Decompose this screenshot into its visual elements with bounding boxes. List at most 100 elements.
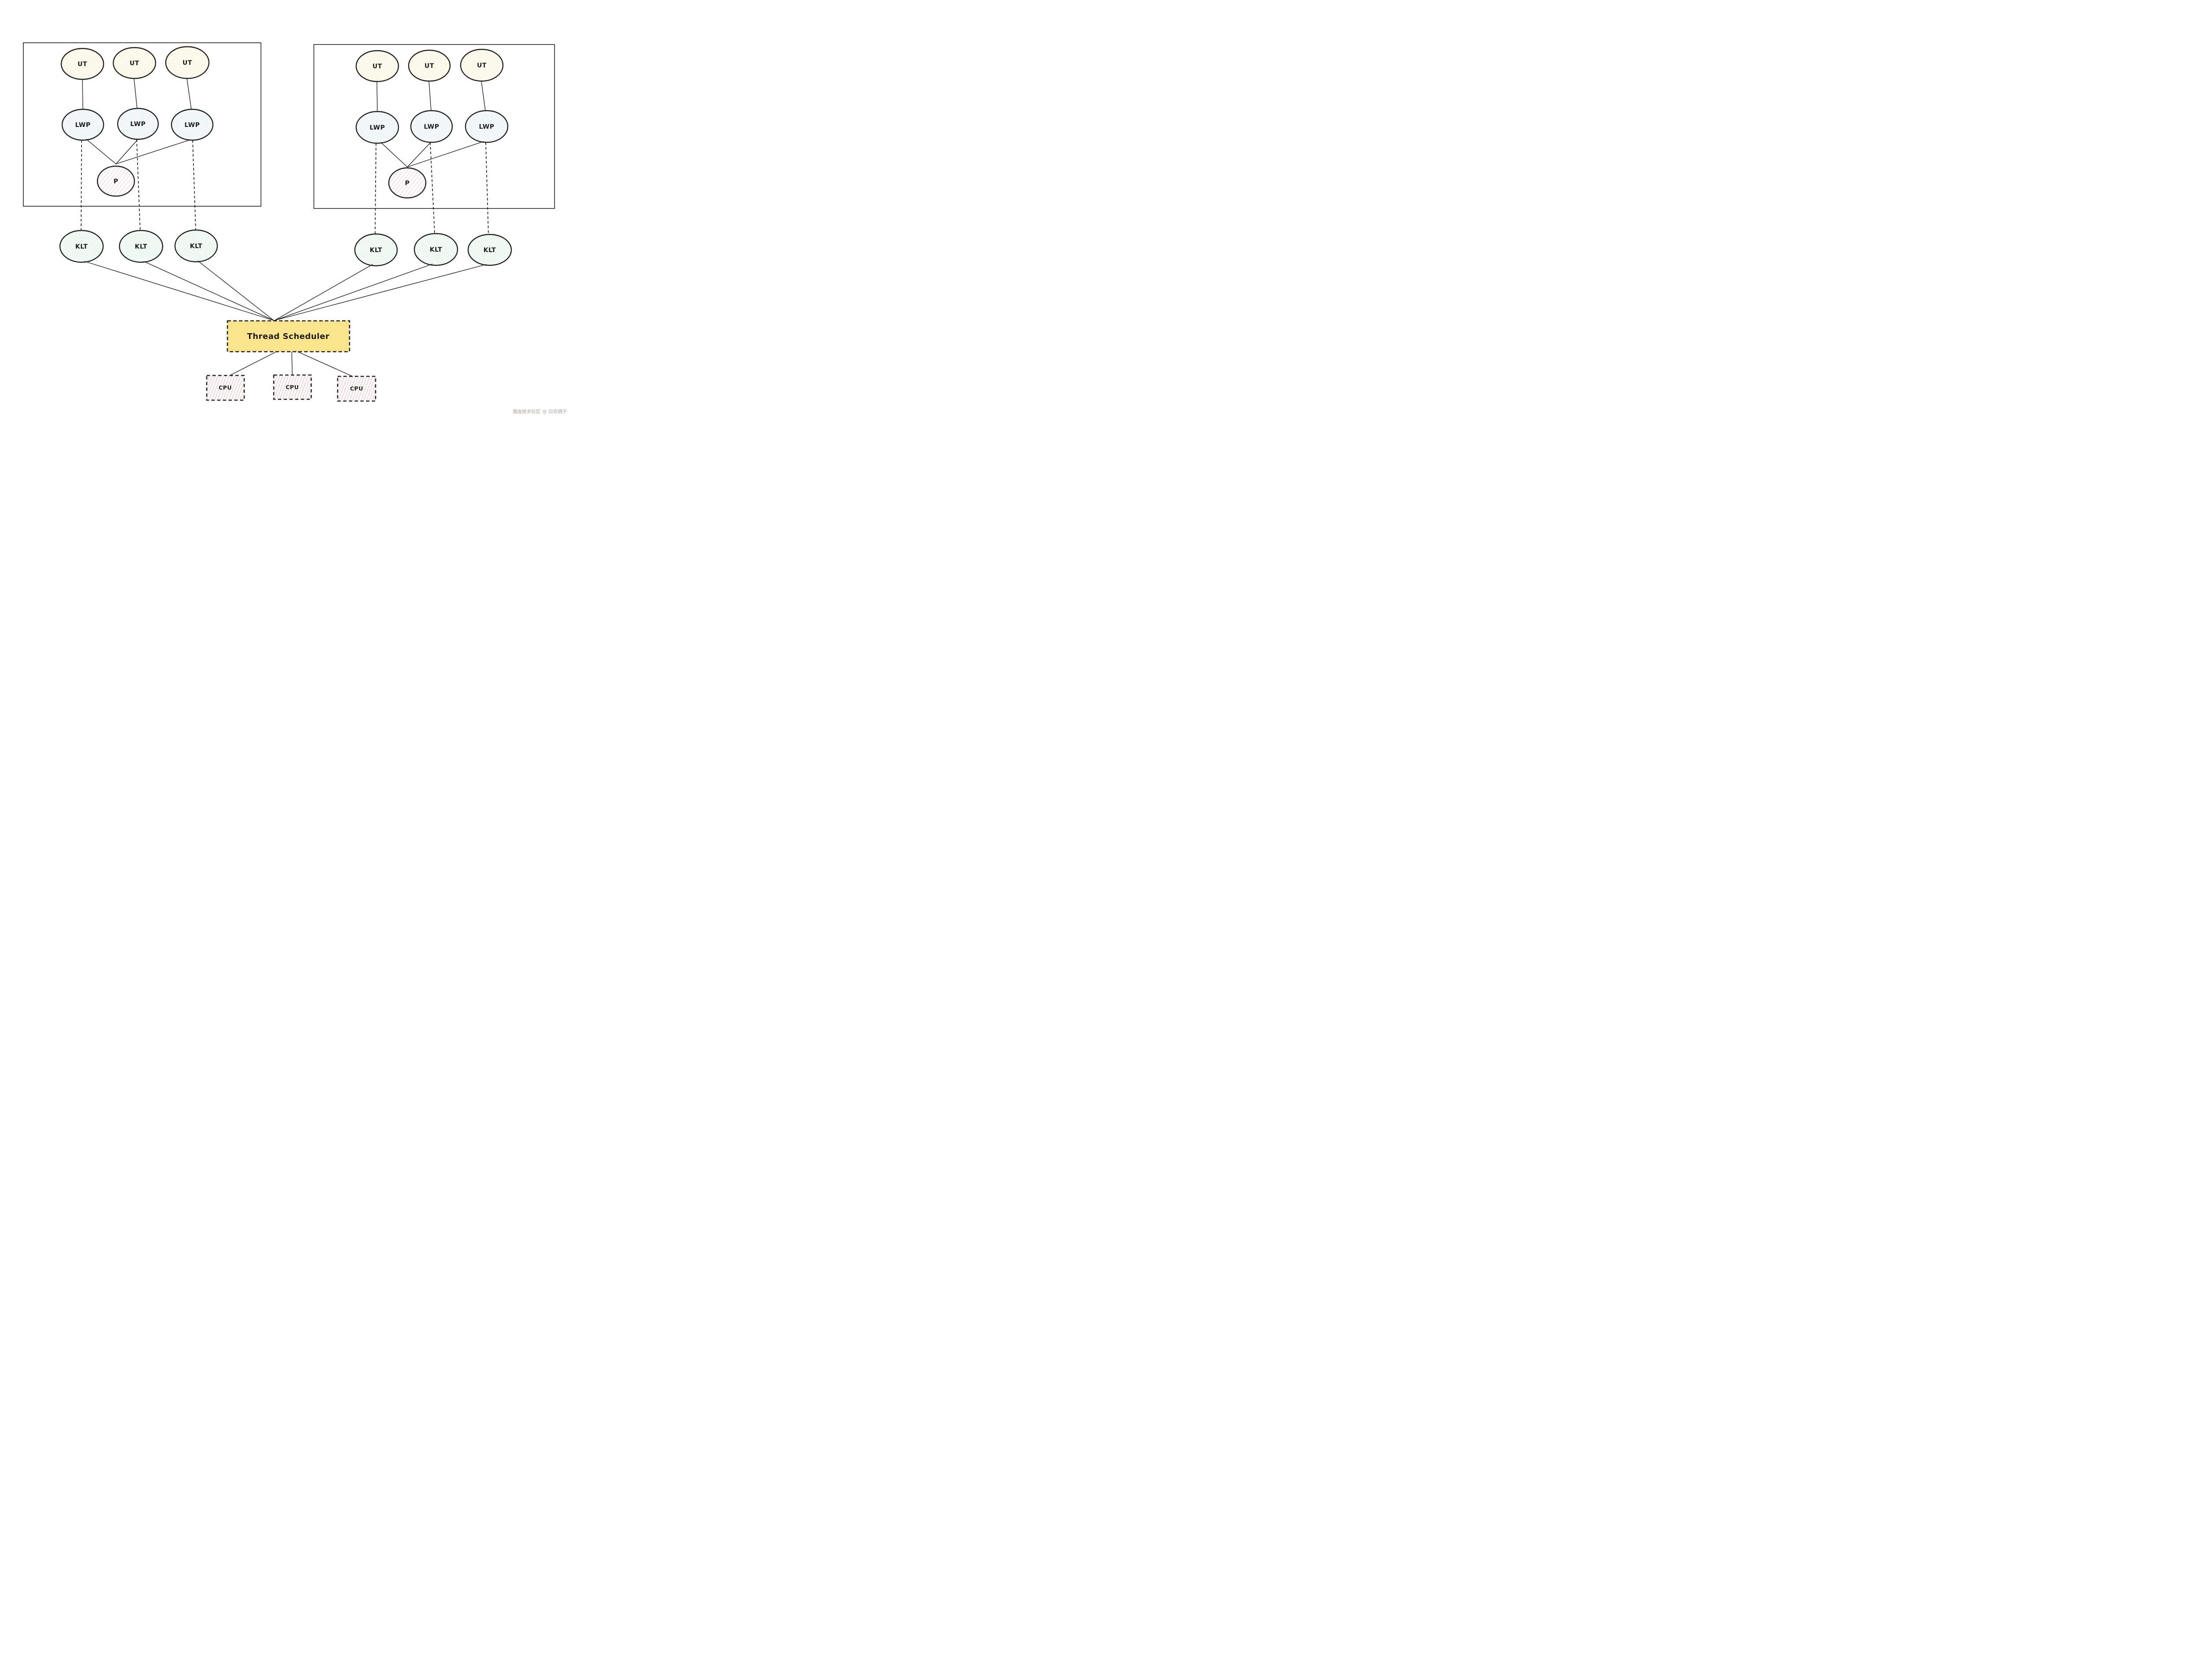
lwp-label: LWP bbox=[424, 123, 439, 130]
ut-label: UT bbox=[78, 61, 87, 68]
ut-label: UT bbox=[477, 62, 487, 69]
watermark-text: 掘金技术社区 @ 白衣鸽子 bbox=[513, 409, 567, 414]
ut-label: UT bbox=[130, 60, 139, 67]
cpu-rect bbox=[273, 374, 312, 400]
lwp-p-link bbox=[407, 141, 484, 167]
klt-scheduler-link bbox=[274, 264, 373, 321]
klt-node: KLT bbox=[174, 229, 218, 263]
process-box-1 bbox=[23, 42, 261, 207]
scheduler-label: Thread Scheduler bbox=[247, 332, 329, 341]
lwp-label: LWP bbox=[75, 122, 90, 129]
klt-scheduler-link bbox=[143, 261, 274, 321]
p-ellipse bbox=[388, 167, 427, 199]
lwp-node: LWP bbox=[410, 110, 453, 143]
thread-model-diagram: UT UT UT LWP LWP LWP P UT bbox=[23, 42, 555, 402]
p-ellipse bbox=[97, 165, 135, 197]
thread-scheduler-box: Thread Scheduler bbox=[227, 320, 350, 353]
klt-label: KLT bbox=[370, 247, 383, 254]
lwp-klt-link bbox=[430, 142, 435, 234]
klt-scheduler-link bbox=[274, 264, 487, 321]
klt-ellipse bbox=[119, 230, 164, 263]
lwp-label: LWP bbox=[184, 122, 200, 129]
lwp-klt-link bbox=[136, 139, 141, 231]
klt-ellipse bbox=[413, 233, 458, 266]
cpu-rect bbox=[337, 375, 376, 402]
cpu-label: CPU bbox=[350, 385, 363, 392]
ut-node: UT bbox=[112, 47, 156, 79]
ut-lwp-link bbox=[481, 81, 486, 111]
lwp-p-link bbox=[115, 139, 191, 164]
ut-ellipse bbox=[408, 49, 451, 82]
ut-node: UT bbox=[355, 50, 399, 82]
p-node: P bbox=[97, 165, 135, 197]
cpu-box: CPU bbox=[273, 374, 312, 400]
lwp-ellipse bbox=[61, 108, 104, 141]
lwp-klt-link bbox=[485, 142, 489, 235]
p-node: P bbox=[388, 167, 427, 199]
lwp-label: LWP bbox=[479, 123, 494, 130]
lwp-node: LWP bbox=[355, 111, 399, 144]
klt-scheduler-link bbox=[274, 264, 433, 321]
ut-ellipse bbox=[355, 50, 399, 82]
klt-node: KLT bbox=[467, 234, 512, 266]
diagram-canvas: UT UT UT LWP LWP LWP P UT bbox=[0, 0, 574, 420]
lwp-ellipse bbox=[171, 108, 214, 141]
lwp-klt-link bbox=[192, 140, 196, 230]
lwp-label: LWP bbox=[130, 121, 145, 128]
ut-node: UT bbox=[165, 46, 210, 79]
scheduler-cpu-link bbox=[229, 351, 277, 376]
lwp-ellipse bbox=[465, 110, 509, 143]
ut-lwp-link bbox=[186, 78, 192, 110]
lwp-ellipse bbox=[117, 108, 159, 140]
klt-label: KLT bbox=[484, 247, 496, 254]
ut-lwp-link bbox=[82, 79, 83, 110]
lwp-p-link bbox=[380, 142, 408, 167]
lwp-label: LWP bbox=[369, 124, 385, 131]
lwp-node: LWP bbox=[117, 108, 159, 140]
klt-label: KLT bbox=[135, 243, 148, 250]
klt-label: KLT bbox=[190, 243, 203, 250]
lwp-node: LWP bbox=[61, 108, 104, 141]
ut-label: UT bbox=[424, 63, 434, 70]
klt-ellipse bbox=[467, 234, 512, 266]
ut-ellipse bbox=[60, 48, 104, 80]
ut-node: UT bbox=[408, 49, 451, 82]
lwp-ellipse bbox=[355, 111, 399, 144]
ut-label: UT bbox=[372, 63, 382, 70]
ut-node: UT bbox=[60, 48, 104, 80]
cpu-rect bbox=[206, 375, 245, 401]
lwp-klt-link bbox=[375, 143, 376, 234]
p-label: P bbox=[405, 180, 410, 187]
ut-lwp-link bbox=[134, 78, 138, 109]
klt-scheduler-link bbox=[84, 261, 274, 321]
lwp-ellipse bbox=[410, 110, 453, 143]
scheduler-rect bbox=[227, 320, 350, 353]
cpu-box: CPU bbox=[206, 375, 245, 401]
klt-label: KLT bbox=[430, 246, 443, 253]
klt-label: KLT bbox=[75, 243, 88, 250]
klt-node: KLT bbox=[119, 230, 164, 263]
klt-ellipse bbox=[354, 233, 398, 267]
lwp-klt-link bbox=[81, 140, 82, 231]
ut-label: UT bbox=[182, 59, 192, 67]
ut-ellipse bbox=[460, 48, 504, 82]
cpu-box: CPU bbox=[337, 375, 376, 402]
lwp-node: LWP bbox=[465, 110, 509, 143]
p-label: P bbox=[114, 178, 119, 185]
cpu-label: CPU bbox=[286, 384, 299, 390]
ut-ellipse bbox=[112, 47, 156, 79]
scheduler-cpu-link bbox=[297, 351, 353, 377]
ut-ellipse bbox=[165, 46, 210, 79]
klt-node: KLT bbox=[413, 233, 458, 266]
cpu-label: CPU bbox=[219, 384, 232, 391]
ut-node: UT bbox=[460, 48, 504, 82]
lwp-p-link bbox=[115, 139, 138, 164]
klt-ellipse bbox=[59, 230, 104, 263]
lwp-p-link bbox=[407, 141, 432, 167]
process-box-2 bbox=[313, 44, 555, 209]
klt-node: KLT bbox=[354, 233, 398, 267]
lwp-p-link bbox=[86, 139, 116, 164]
klt-node: KLT bbox=[59, 230, 104, 263]
lwp-node: LWP bbox=[171, 108, 214, 141]
ut-lwp-link bbox=[428, 81, 432, 111]
